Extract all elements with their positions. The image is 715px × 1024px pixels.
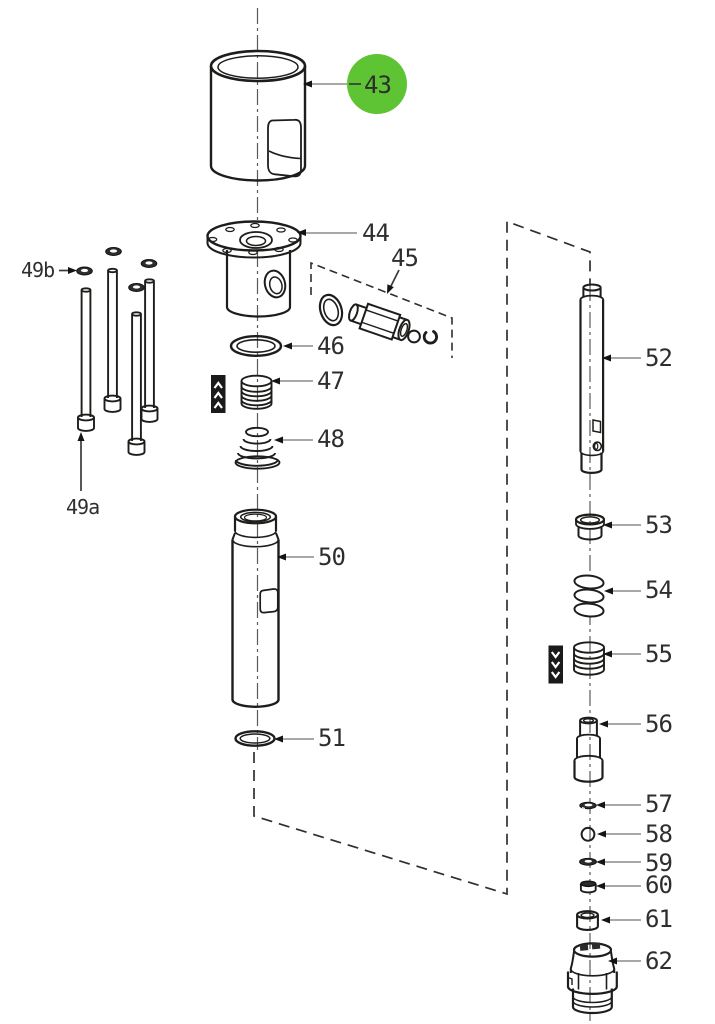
- callout-47[interactable]: 47: [271, 367, 345, 395]
- callout-43-label[interactable]: 43: [364, 71, 392, 99]
- callout-46[interactable]: 46: [283, 332, 345, 360]
- callout-57-label[interactable]: 57: [645, 790, 673, 818]
- callout-55-label[interactable]: 55: [645, 640, 673, 668]
- callout-55[interactable]: 55: [603, 640, 673, 668]
- callout-51-label[interactable]: 51: [318, 724, 346, 752]
- retaining-clip: [422, 330, 438, 345]
- part-50-cylinder-tube: [231, 508, 280, 708]
- callout-46-label[interactable]: 46: [317, 332, 345, 360]
- callout-49a[interactable]: 49a: [66, 432, 100, 519]
- part-60-spacer: [579, 880, 597, 894]
- callout-58[interactable]: 58: [597, 820, 673, 848]
- part-46-o-ring: [229, 335, 283, 358]
- callout-53-label[interactable]: 53: [645, 511, 673, 539]
- part-48-conical-spring: [234, 426, 281, 470]
- callout-62[interactable]: 62: [608, 947, 673, 975]
- part-47-grease-up-icon: [211, 375, 226, 413]
- part-53-bushing: [574, 513, 606, 541]
- part-49b-washers: [76, 247, 158, 292]
- callout-61[interactable]: 61: [601, 905, 673, 933]
- part-52-piston-rod: [579, 283, 605, 474]
- callout-62-label[interactable]: 62: [645, 947, 673, 975]
- part-56-stepped-piston: [573, 716, 604, 783]
- callout-48-label[interactable]: 48: [317, 425, 345, 453]
- callout-54[interactable]: 54: [604, 576, 673, 604]
- part-54-coil-spring: [573, 574, 605, 618]
- part-43-cylinder-sleeve: [209, 49, 307, 182]
- callout-57[interactable]: 57: [596, 790, 673, 818]
- callout-44-label[interactable]: 44: [362, 219, 390, 247]
- part-55-grease-down-icon: [548, 645, 563, 684]
- part-45-valve-kit: [310, 261, 453, 358]
- callout-54-label[interactable]: 54: [645, 576, 673, 604]
- callout-56[interactable]: 56: [599, 710, 673, 738]
- callout-56-label[interactable]: 56: [645, 710, 673, 738]
- callout-45-label[interactable]: 45: [391, 244, 419, 272]
- callout-52[interactable]: 52: [602, 344, 673, 372]
- part-61-ring: [576, 910, 599, 931]
- part-44-flange-head: [206, 220, 302, 318]
- valve-kit-dashed-frame: [310, 261, 453, 358]
- callout-49b[interactable]: 49b: [21, 258, 77, 282]
- callout-51[interactable]: 51: [274, 724, 346, 752]
- callout-50-label[interactable]: 50: [318, 543, 346, 571]
- highlight-badge[interactable]: [347, 54, 407, 114]
- part-49a-stud-bolts: [77, 267, 159, 456]
- callout-50[interactable]: 50: [277, 543, 346, 571]
- part-62-foot-valve: [566, 942, 618, 1015]
- valve-ball: [407, 329, 421, 344]
- callout-43[interactable]: 43: [303, 54, 407, 114]
- part-47-spring: [240, 374, 273, 410]
- callout-49b-label[interactable]: 49b: [21, 258, 55, 282]
- callout-59-label[interactable]: 59: [645, 849, 673, 877]
- part-51-o-ring: [234, 730, 276, 747]
- part-58-ball: [580, 826, 596, 842]
- callout-49a-label[interactable]: 49a: [66, 495, 100, 519]
- callout-60[interactable]: 60: [596, 871, 673, 899]
- part-55-spring: [573, 641, 605, 676]
- part-57-washer: [579, 801, 597, 810]
- callout-61-label[interactable]: 61: [645, 905, 673, 933]
- callout-60-label[interactable]: 60: [645, 871, 673, 899]
- callout-53[interactable]: 53: [603, 511, 673, 539]
- callout-47-label[interactable]: 47: [317, 367, 345, 395]
- callout-44[interactable]: 44: [297, 219, 390, 247]
- callout-48[interactable]: 48: [274, 425, 345, 453]
- callout-52-label[interactable]: 52: [645, 344, 673, 372]
- callout-59[interactable]: 59: [596, 849, 673, 877]
- callout-45[interactable]: 45: [387, 244, 419, 294]
- callout-58-label[interactable]: 58: [645, 820, 673, 848]
- part-59-gland-washer: [579, 857, 597, 866]
